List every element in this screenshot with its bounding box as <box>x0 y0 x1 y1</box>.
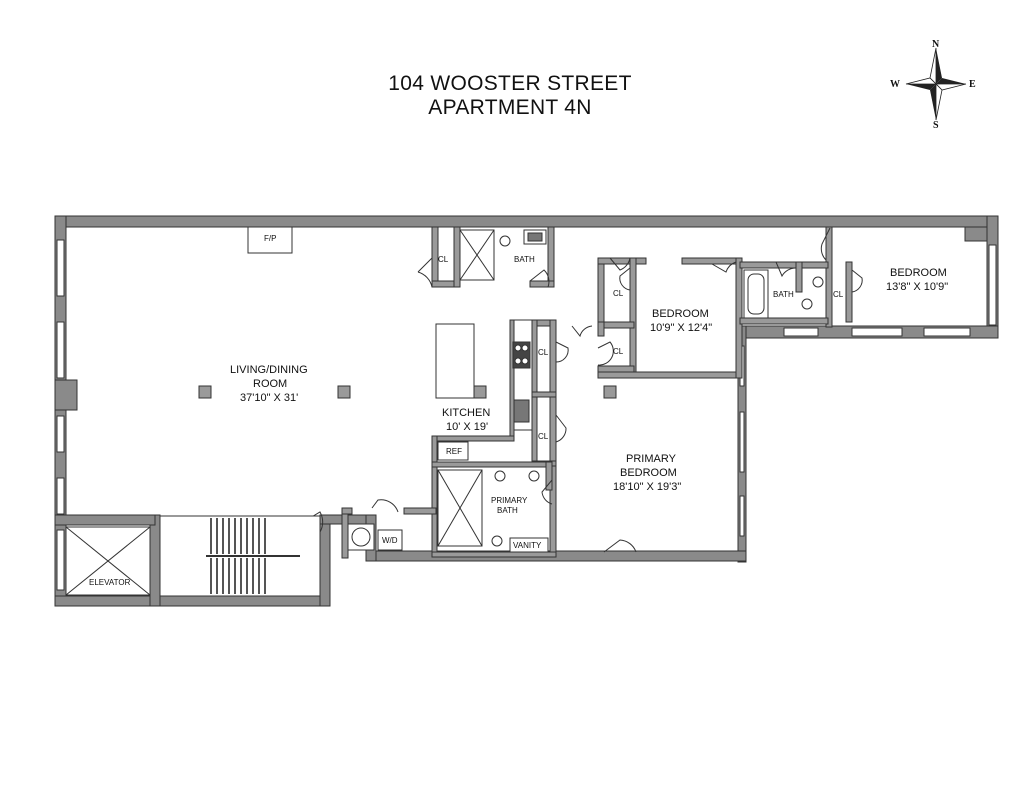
compass-rose-icon: N S E W <box>890 39 976 131</box>
closet-label-bedroom2: CL <box>613 289 624 298</box>
living-room-dims: 37'10" X 31' <box>240 392 298 404</box>
stairwell <box>159 515 321 597</box>
compass-north: N <box>932 39 940 50</box>
bedroom3-dims: 13'8" X 10'9" <box>886 281 948 293</box>
compass-east: E <box>969 79 976 90</box>
primary-bedroom-name-2: BEDROOM <box>620 467 677 479</box>
closet-label-bedroom3: CL <box>833 290 844 299</box>
elevator-shaft: ELEVATOR <box>65 526 151 596</box>
living-room-name-1: LIVING/DINING <box>230 364 308 376</box>
closet-label-kitchen-1: CL <box>538 348 549 357</box>
room-labels: F/P CL BATH CL CL CL CL BATH CL REF VANI… <box>230 234 948 550</box>
ref-label: REF <box>446 447 462 456</box>
bedroom2-name: BEDROOM <box>652 308 709 320</box>
living-room-name-2: ROOM <box>253 378 287 390</box>
primary-bedroom-dims: 18'10" X 19'3" <box>613 481 681 493</box>
fixtures <box>347 229 824 553</box>
elevator-label: ELEVATOR <box>89 578 131 587</box>
compass-west: W <box>890 79 900 90</box>
kitchen-dims: 10' X 19' <box>446 421 488 433</box>
primary-bath-name-2: BATH <box>497 506 518 515</box>
bedroom2-dims: 10'9" X 12'4" <box>650 322 712 334</box>
closet-label-bath: CL <box>438 255 449 264</box>
plan-title-address: 104 WOOSTER STREET <box>388 72 632 95</box>
primary-bedroom-name-1: PRIMARY <box>626 453 677 465</box>
closet-label-kitchen-2: CL <box>538 432 549 441</box>
door-swings <box>299 227 863 553</box>
fireplace-label: F/P <box>264 234 276 243</box>
vanity-label: VANITY <box>513 541 542 550</box>
bath-label-top: BATH <box>514 255 535 264</box>
windows-left <box>56 239 65 591</box>
kitchen-name: KITCHEN <box>442 407 490 419</box>
bath-label-bedroom3: BATH <box>773 290 794 299</box>
bedroom3-name: BEDROOM <box>890 267 947 279</box>
compass-south: S <box>933 120 939 131</box>
primary-bath-name-1: PRIMARY <box>491 496 528 505</box>
windows-right <box>739 244 997 537</box>
wd-label: W/D <box>382 536 398 545</box>
plan-title-unit: APARTMENT 4N <box>428 96 592 119</box>
closet-label-bedroom2-lower: CL <box>613 347 624 356</box>
